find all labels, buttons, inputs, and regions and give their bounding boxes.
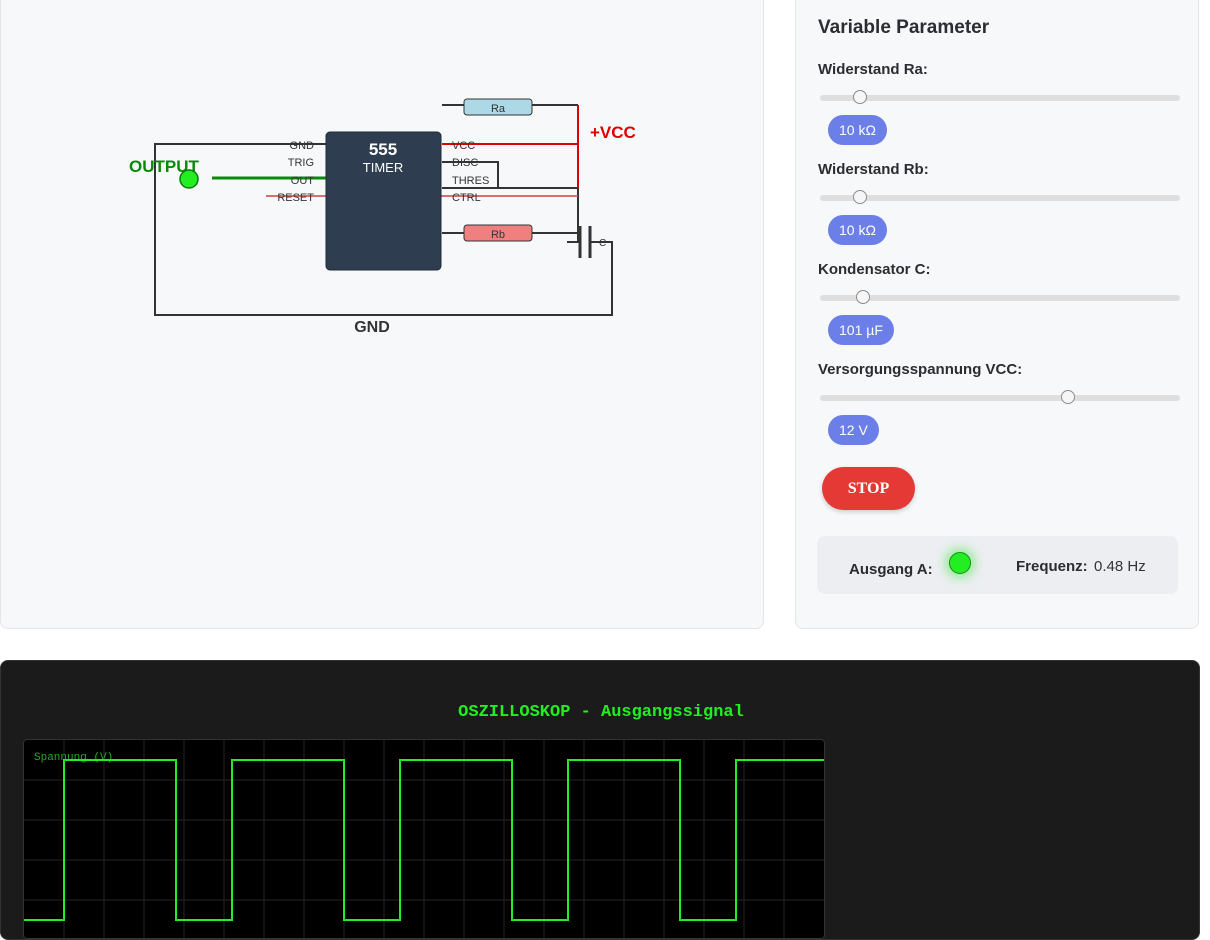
oscilloscope-panel: OSZILLOSKOP - Ausgangssignal Spannung (V… [0,660,1200,940]
slider-label-capacitor: Kondensator C: [818,261,931,278]
output-led [179,169,199,189]
oscilloscope-trace [24,759,824,921]
capacitor-symbol [578,226,592,258]
circuit-panel: 555 TIMER GND TRIG OUT RESET VCC DISC TH… [0,0,764,629]
output-a-led [949,552,971,574]
pin-label-vcc: VCC [452,140,475,152]
circuit-diagram: 555 TIMER GND TRIG OUT RESET VCC DISC TH… [129,98,636,336]
output-label: OUTPUT [129,157,200,176]
value-badge-ra: 10 kΩ [828,115,887,145]
parameter-title: Variable Parameter [818,17,990,38]
vcc-label: +VCC [590,123,636,142]
status-box: Ausgang A: Frequenz: 0.48 Hz [817,536,1178,594]
pin-label-reset: RESET [277,192,314,204]
slider-label-vcc: Versorgungsspannung VCC: [818,361,1023,378]
frequency-value: 0.48 Hz [1094,558,1146,575]
slider-capacitor[interactable] [820,290,1180,304]
slider-label-rb: Widerstand Rb: [818,161,929,178]
oscilloscope-screen: Spannung (V) [23,739,825,939]
resistor-rb [463,224,533,242]
chip-number: 555 [369,140,397,159]
pin-label-thres: THRES [452,175,489,187]
slider-thumb-ra[interactable] [852,90,867,104]
slider-label-ra: Widerstand Ra: [818,61,928,78]
slider-group-rb: Widerstand Rb: 10 kΩ [818,161,1180,245]
slider-group-ra: Widerstand Ra: 10 kΩ [818,61,1180,145]
wires [154,104,613,316]
slider-group-capacitor: Kondensator C: 101 µF [818,261,1180,345]
stop-button[interactable]: STOP [822,467,915,510]
slider-vcc[interactable] [820,390,1180,404]
capacitor-label: C [599,238,606,249]
resistor-ra-label: Ra [491,103,506,115]
oscilloscope-grid [24,740,824,938]
gnd-label: GND [354,319,390,336]
pin-label-trig: TRIG [288,157,314,169]
slider-thumb-vcc[interactable] [1061,390,1076,404]
oscilloscope-graph: Spannung (V) [24,740,824,938]
frequency-label: Frequenz: [1016,558,1088,575]
resistor-ra [463,98,533,116]
resistor-rb-label: Rb [491,229,505,241]
slider-rb[interactable] [820,190,1180,204]
slider-thumb-rb[interactable] [852,190,867,204]
pin-label-gnd: GND [290,140,315,152]
slider-group-vcc: Versorgungsspannung VCC: 12 V [818,361,1180,445]
chip-name: TIMER [363,160,403,175]
slider-thumb-capacitor[interactable] [856,290,871,304]
value-badge-rb: 10 kΩ [828,215,887,245]
pin-label-out: OUT [291,175,315,187]
vcc-wires [442,105,579,188]
oscilloscope-y-label: Spannung (V) [34,752,113,764]
value-badge-capacitor: 101 µF [828,315,894,345]
oscilloscope-title: OSZILLOSKOP - Ausgangssignal [458,703,744,722]
slider-ra[interactable] [820,90,1180,104]
timer-chip [325,131,442,271]
pin-label-disc: DISC [452,157,478,169]
parameter-panel: Variable Parameter Widerstand Ra: 10 kΩ … [795,0,1199,629]
output-a-label: Ausgang A: [849,561,933,578]
pin-label-ctrl: CTRL [452,192,481,204]
value-badge-vcc: 12 V [828,415,879,445]
